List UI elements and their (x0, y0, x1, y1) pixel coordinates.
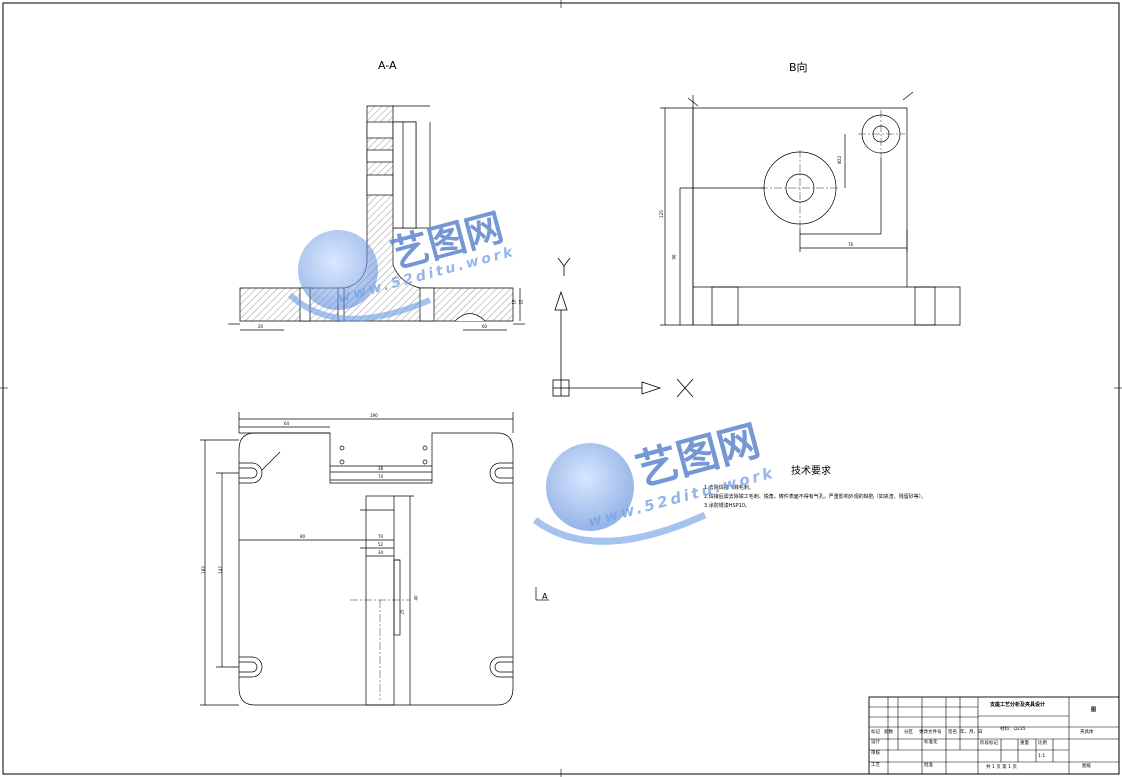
plan-view (200, 412, 549, 706)
title-block-row-header-2: 分区 (904, 730, 913, 735)
title-block-drawing-name: 夹具体 (1080, 730, 1094, 735)
title-block-row-header-4: 签名 (948, 730, 957, 735)
dim-height-inner: 147 (217, 566, 223, 574)
dim-b-hole: Φ22 (837, 155, 843, 165)
dim-b-height2: 96 (671, 254, 677, 260)
title-block-row-header-0: 标记 (871, 730, 880, 735)
dim-top-width: 190 (370, 413, 378, 418)
y-axis-label: Y (583, 258, 584, 259)
title-block-grid (868, 696, 1120, 775)
title-block-stage-2: 比例 (1038, 741, 1047, 746)
dim-left-offset: 64 (284, 421, 290, 426)
title-block-note: 图纸 (1082, 764, 1091, 769)
tech-requirement-1: 1.去除焊接飞溅毛刺。 (704, 485, 754, 491)
dim-slot-inner: 38 (378, 466, 384, 471)
title-block-std-1: 批准 (924, 763, 933, 768)
tech-requirement-2: 2.焊接后需去除钳工毛刺、锐角，铸件表面不得有气孔，严重影响外观的缺陷（如夹渣、… (704, 494, 927, 500)
x-axis-label: X (700, 382, 701, 383)
title-block-row-header-3: 更改文件号 (919, 730, 942, 735)
title-block-sheet: 共 1 页 第 1 页 (986, 765, 1017, 770)
dim-aa-20: 20 (258, 324, 264, 329)
title-block-material: 材料：Q235 (1000, 727, 1026, 732)
section-aa-view (228, 105, 525, 331)
title-block-row-header-1: 处数 (884, 730, 893, 735)
view-b-label: B向 (789, 61, 808, 74)
coordinate-axes (552, 257, 694, 398)
title-block-role-0: 设计 (871, 740, 880, 745)
dim-aa-22: 22 (518, 299, 524, 305)
dim-70: 70 (378, 534, 384, 539)
tech-requirements-title: 技术要求 (791, 466, 831, 477)
dim-slot-outer: 74 (378, 474, 384, 479)
dim-25: 25 (399, 609, 405, 615)
title-block-stage-0: 阶段标记 (980, 741, 998, 746)
dim-34: 34 (378, 550, 384, 555)
dim-aa-16: 16 (511, 299, 517, 305)
title-block-project: 支座工艺分析及夹具设计 (990, 702, 1046, 708)
title-block-stage-1: 重量 (1020, 741, 1029, 746)
title-block-role-2: 工艺 (871, 763, 880, 768)
dim-aa-60: 60 (482, 324, 488, 329)
title-block-row-header-5: 年、月、日 (960, 730, 983, 735)
dim-52: 52 (378, 542, 384, 547)
title-block-scale: 1:1 (1038, 754, 1046, 759)
view-b (660, 91, 961, 326)
tech-requirement-3: 3.涂防锈漆HSP10。 (704, 503, 751, 509)
section-aa-label: A-A (378, 59, 397, 72)
dim-80: 80 (300, 534, 306, 539)
view-arrow-a-label: A (542, 592, 548, 601)
title-block-code: 图 (1091, 707, 1097, 713)
dim-b-width: 76 (848, 242, 854, 247)
title-block-role-1: 审核 (871, 751, 880, 756)
dim-40: 40 (413, 595, 419, 601)
title-block-std-0: 标准化 (924, 740, 938, 745)
dim-height-total: 183 (200, 566, 206, 574)
dim-b-height: 125 (658, 210, 664, 218)
